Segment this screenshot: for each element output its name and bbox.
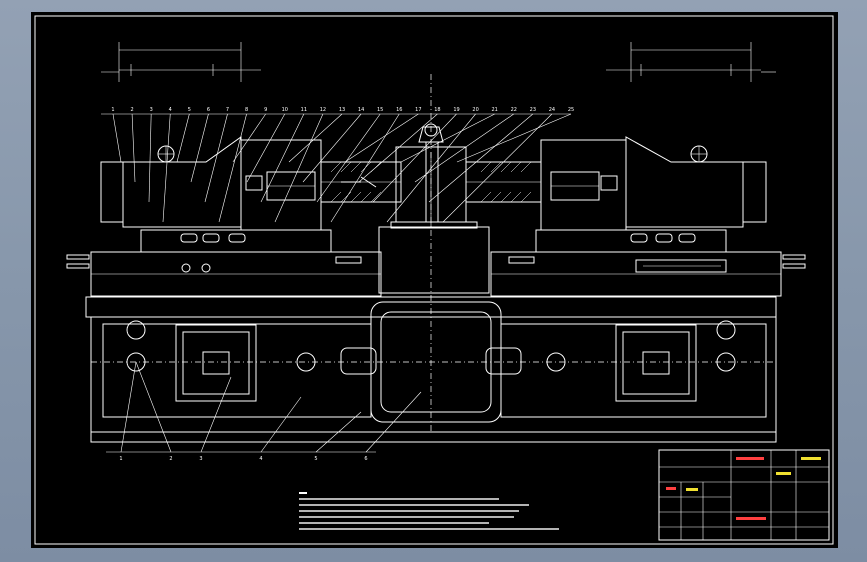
part-number-callout: 15 [377,107,383,113]
part-leader-line [302,113,362,183]
part-leaders-bottom: 1 2 3 4 5 6 [106,361,422,462]
part-leader-line [372,113,457,203]
part-number-callout: 13 [339,107,345,113]
part-number-callout: 22 [511,107,517,113]
title-block[interactable] [658,449,830,541]
part-leader-line [428,113,534,203]
part-number-callout: 24 [549,107,555,113]
part-number-callout: 7 [226,107,229,113]
part-leader-line [344,113,419,163]
right-head-assembly [465,136,806,297]
part-number-callout: 1 [119,456,122,462]
part-number-callout: 2 [130,107,133,113]
part-number-callout: 21 [491,107,497,113]
left-head-assembly [66,136,402,297]
part-leader-line [288,113,343,163]
sheet-border [34,15,834,545]
part-number-callout: 19 [453,107,459,113]
part-number-callout: 5 [188,107,191,113]
part-number-callout: 18 [434,107,440,113]
part-number-callout: 14 [358,107,364,113]
part-leader-line [112,113,122,163]
part-number-callout: 25 [568,107,574,113]
part-number-callout: 12 [320,107,326,113]
part-number-callout: 5 [314,456,317,462]
part-leader-line [162,113,171,223]
part-number-callout: 6 [207,107,210,113]
part-number-callout: 9 [264,107,267,113]
part-number-callout: 16 [396,107,402,113]
part-leader-line [232,113,266,163]
technical-requirements [299,492,559,530]
machine-base [85,296,777,443]
part-leader-line [131,113,136,183]
part-leader-line [218,113,247,223]
part-number-callout: 10 [282,107,288,113]
part-number-callout: 17 [415,107,421,113]
left-dimension-group [101,42,261,82]
part-leader-line [204,113,228,203]
part-leader-line [316,113,381,203]
part-number-callout: 8 [245,107,248,113]
part-leader-line [274,113,324,223]
part-number-callout: 11 [301,107,307,113]
part-number-callout: 6 [364,456,367,462]
part-number-callout: 20 [472,107,478,113]
part-leader-line [176,113,190,163]
part-leader-line [414,113,514,183]
part-number-callout: 3 [199,456,202,462]
part-leader-line [190,113,209,183]
part-leader-line [260,113,305,203]
part-number-callout: 1 [111,107,114,113]
part-leader-line [246,113,286,183]
part-number-callout: 23 [530,107,536,113]
central-spindle [378,123,490,294]
part-leader-line [400,113,495,163]
right-dimension-group [606,42,776,82]
part-number-callout: 2 [169,456,172,462]
part-leader-line [148,113,152,203]
part-number-callout: 4 [169,107,172,113]
part-number-callout: 3 [150,107,153,113]
part-leader-line [442,113,553,223]
part-leader-line [456,113,572,163]
part-number-callout: 4 [259,456,262,462]
